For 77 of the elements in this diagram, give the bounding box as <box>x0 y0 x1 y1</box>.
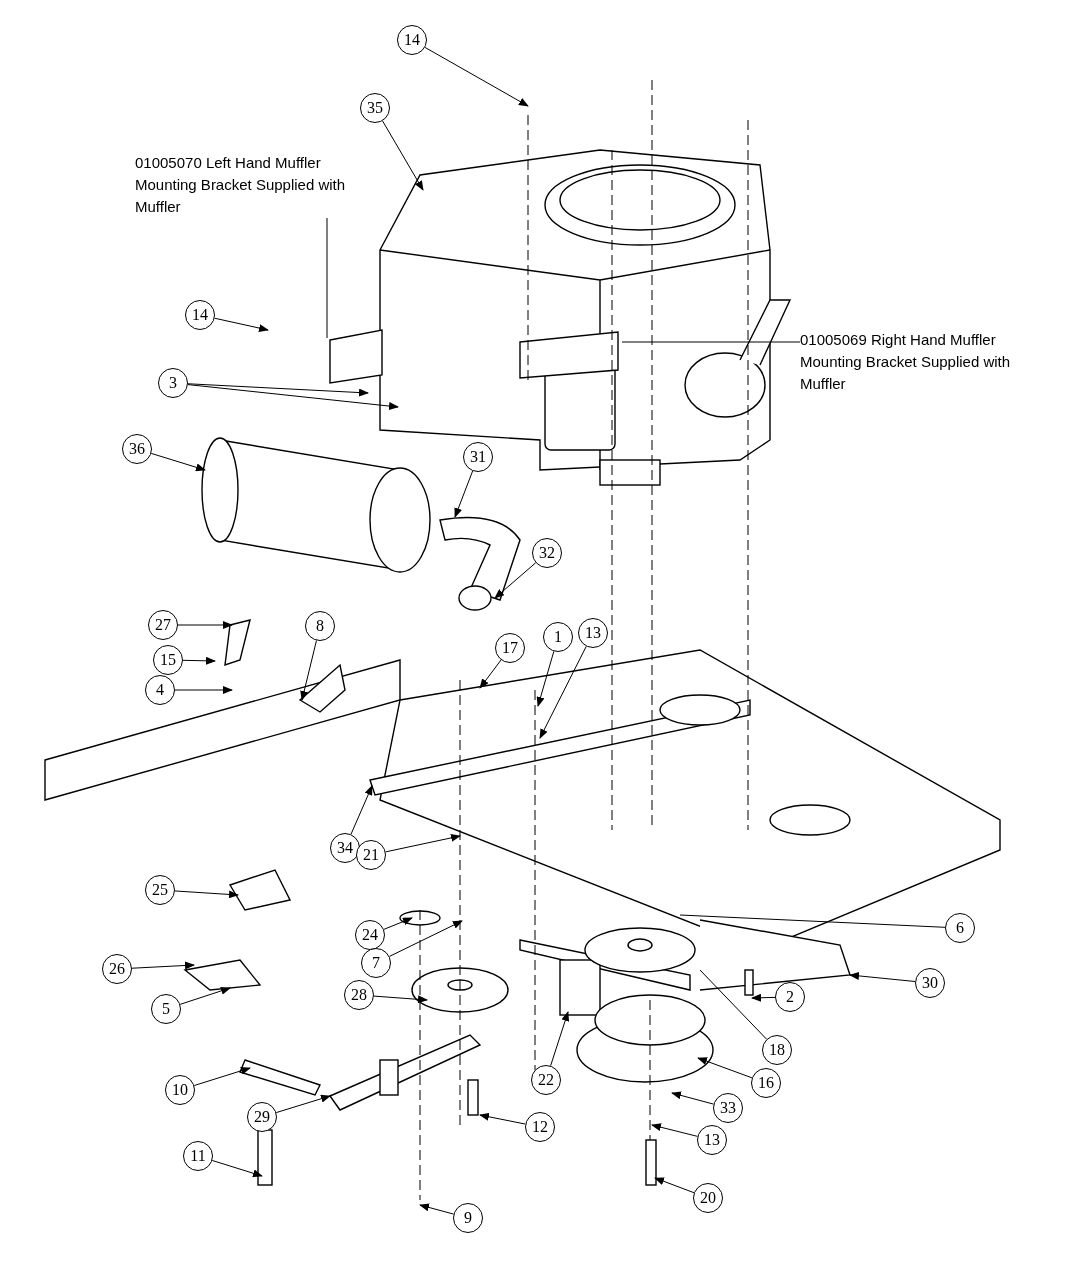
callout-number: 22 <box>531 1065 561 1095</box>
callout-number: 3 <box>158 368 188 398</box>
leader-line <box>275 1094 331 1114</box>
callout-number: 26 <box>102 954 132 984</box>
leader-line <box>621 341 801 343</box>
leader-line <box>654 1177 695 1194</box>
callout-number: 33 <box>713 1093 743 1123</box>
leader-line <box>679 914 946 928</box>
leader-line <box>326 217 328 339</box>
callout-number: 35 <box>360 93 390 123</box>
leader-line <box>424 46 529 107</box>
callout-number: 21 <box>356 840 386 870</box>
leader-line <box>671 1091 714 1105</box>
callout-number: 10 <box>165 1075 195 1105</box>
leader-line <box>699 969 768 1040</box>
leader-line <box>174 890 239 899</box>
callout-number: 1 <box>543 622 573 652</box>
leader-line <box>385 833 461 853</box>
callout-number: 32 <box>532 538 562 568</box>
callout-number: 17 <box>495 633 525 663</box>
leader-line <box>536 650 555 707</box>
leader-line <box>182 656 216 665</box>
callout-number: 14 <box>185 300 215 330</box>
leader-line <box>479 659 502 689</box>
leader-line <box>214 317 269 332</box>
leader-line <box>174 686 233 694</box>
callout-number: 8 <box>305 611 335 641</box>
callout-number: 36 <box>122 434 152 464</box>
callout-number: 5 <box>151 994 181 1024</box>
leader-line <box>389 920 463 957</box>
callout-number: 15 <box>153 645 183 675</box>
callout-number: 6 <box>945 913 975 943</box>
callout-number: 2 <box>775 982 805 1012</box>
callout-number: 27 <box>148 610 178 640</box>
callout-number: 9 <box>453 1203 483 1233</box>
leader-line <box>550 1011 570 1067</box>
callout-number: 20 <box>693 1183 723 1213</box>
callout-number: 18 <box>762 1035 792 1065</box>
callout-number: 14 <box>397 25 427 55</box>
leader-line <box>479 1112 526 1125</box>
leader-line <box>849 971 916 982</box>
callout-number: 13 <box>697 1125 727 1155</box>
callout-number: 30 <box>915 968 945 998</box>
leader-line <box>179 987 231 1005</box>
leader-line <box>211 1159 263 1178</box>
leader-line <box>150 452 206 472</box>
part-note: 01005069 Right Hand Muffler Mounting Bracket Supplied with Muffler <box>800 329 1040 395</box>
leader-line <box>383 917 413 930</box>
leader-line <box>300 640 317 701</box>
leader-line <box>697 1057 753 1079</box>
leader-line <box>751 993 776 1002</box>
callout-number: 13 <box>578 618 608 648</box>
leader-line <box>651 1123 698 1137</box>
leader-line <box>350 785 373 835</box>
callout-number: 29 <box>247 1102 277 1132</box>
callout-number: 24 <box>355 920 385 950</box>
callout-number: 16 <box>751 1068 781 1098</box>
leader-line <box>177 621 233 629</box>
leader-line <box>539 645 587 739</box>
callout-number: 25 <box>145 875 175 905</box>
callout-number: 28 <box>344 980 374 1010</box>
leader-line <box>187 384 399 410</box>
leader-line <box>454 470 474 518</box>
callout-number: 31 <box>463 442 493 472</box>
leader-line <box>494 562 537 599</box>
leader-line <box>187 383 369 397</box>
callout-number: 4 <box>145 675 175 705</box>
leader-line <box>373 995 428 1004</box>
leader-line <box>193 1066 251 1086</box>
callout-number: 12 <box>525 1112 555 1142</box>
callout-number: 7 <box>361 948 391 978</box>
callout-number: 34 <box>330 833 360 863</box>
leader-line <box>419 1203 454 1215</box>
part-note: 01005070 Left Hand Muffler Mounting Bracket Supplied with Muffler <box>135 152 375 218</box>
leader-line <box>131 961 195 970</box>
leader-line <box>382 120 424 191</box>
callout-number: 11 <box>183 1141 213 1171</box>
